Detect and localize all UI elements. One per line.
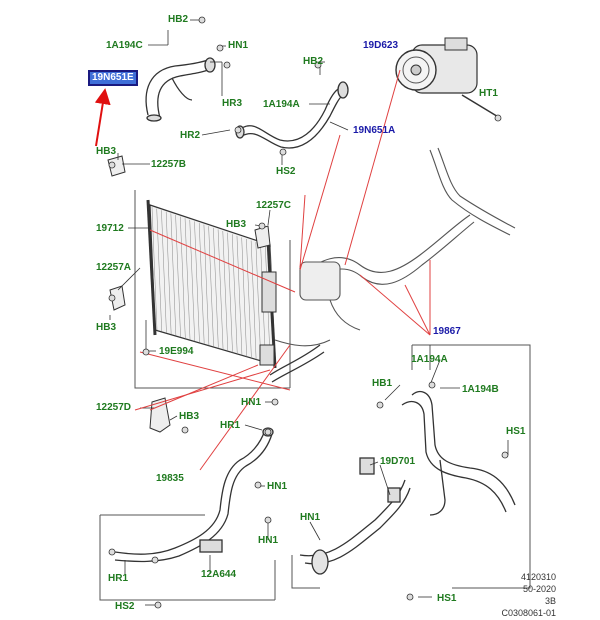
label-19n651a: 19N651A [353,125,396,136]
bracket-12257d [107,155,271,433]
label-hb2-top: HB2 [168,14,189,25]
reference-line: 3B [544,596,556,606]
label-12257b: 12257B [151,159,187,170]
hose-group-box-19867 [291,344,531,589]
red-leader-lines [134,69,431,471]
reference-line: 50-2020 [522,584,556,594]
compressor [395,37,501,119]
label-12a644: 12A644 [201,569,237,580]
label-hb2-mid: HB2 [303,56,324,67]
label-hs1-r: HS1 [506,426,526,437]
reference-code-block: 4120310 50-2020 3B C0308061-01 [470,571,556,619]
hose-group-box-19835 [99,514,276,601]
label-hn1-mid: HN1 [241,397,262,408]
condenser [146,199,277,369]
pipe-assembly [274,147,516,347]
label-19d623: 19D623 [363,40,399,51]
label-19867: 19867 [433,326,461,337]
hose-19867 [299,391,516,575]
label-12257d: 12257D [96,402,132,413]
label-hr2: HR2 [180,130,201,141]
label-hr1-a: HR1 [220,420,241,431]
leader-lines [109,19,509,606]
bolt-icon [108,16,509,609]
label-12257c: 12257C [256,200,292,211]
hose-19n651e [145,57,216,122]
label-19n651e-highlighted: 19N651E [88,70,138,86]
label-hn1-c: HN1 [300,512,321,523]
label-hb3-left: HB3 [96,146,117,157]
label-19712: 19712 [96,223,124,234]
label-hn1-top: HN1 [228,40,249,51]
label-1a194b: 1A194B [462,384,499,395]
red-arrow-icon [94,88,111,147]
label-hb3-lower: HB3 [96,322,117,333]
label-19d701: 19D701 [380,456,416,467]
label-hb3-c: HB3 [226,219,247,230]
label-1a194c: 1A194C [106,40,143,51]
label-1a194a-r: 1A194A [411,354,448,365]
label-hb3-d: HB3 [179,411,200,422]
label-hs1-bot: HS1 [437,593,457,604]
label-hn1-b: HN1 [267,481,288,492]
label-hr3: HR3 [222,98,243,109]
label-hr1-b: HR1 [108,573,129,584]
label-ht1: HT1 [479,88,498,99]
label-hs2-bot: HS2 [115,601,135,612]
reference-line: C0308061-01 [501,608,556,618]
label-hb1: HB1 [372,378,393,389]
reference-line: 4120310 [520,572,556,582]
hose-19n651a [235,81,349,149]
label-hn1-d: HN1 [258,535,279,546]
label-12257a: 12257A [96,262,132,273]
label-19e994: 19E994 [159,346,194,357]
label-19835: 19835 [156,473,184,484]
label-hs2-mid: HS2 [276,166,296,177]
hose-19835 [114,344,325,563]
label-1a194a-mid: 1A194A [263,99,300,110]
